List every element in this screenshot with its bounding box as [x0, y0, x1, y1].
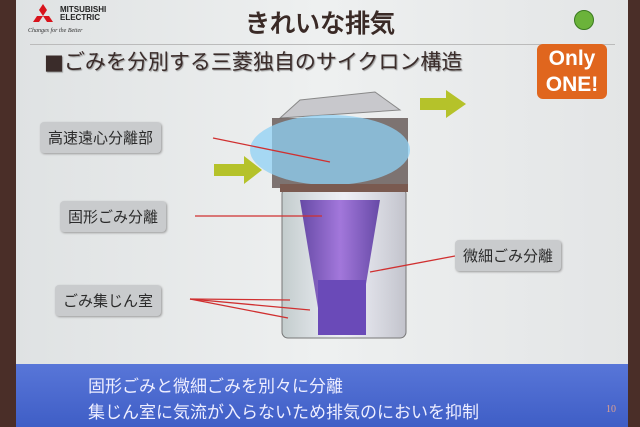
label-fine-dust-separation: 微細ごみ分離	[455, 240, 562, 271]
three-diamonds-icon	[33, 4, 53, 22]
label-dust-chamber: ごみ集じん室	[55, 285, 162, 316]
mitsubishi-logo: MITSUBISHI ELECTRIC Changes for the Bett…	[28, 4, 128, 36]
air-swirl	[250, 115, 410, 185]
footer-line-2: 集じん室に気流が入らないため排気のにおいを抑制	[88, 403, 479, 423]
eco-logo-icon	[574, 10, 594, 30]
inlet-arrow-icon	[214, 156, 262, 184]
top-cap	[278, 91, 402, 119]
fine-dust-chamber	[318, 280, 366, 335]
cup-rim	[280, 184, 408, 192]
badge-line1: Only	[548, 47, 596, 70]
footer-line-1: 固形ごみと微細ごみを別々に分離	[88, 377, 343, 397]
badge-line2: ONE!	[545, 73, 599, 96]
page-number: 10	[606, 404, 616, 415]
label-solid-dust-separation: 固形ごみ分離	[60, 201, 167, 232]
brand-name: MITSUBISHI ELECTRIC	[60, 5, 107, 22]
slide-title: きれいな排気	[244, 9, 395, 38]
label-high-speed-separation: 高速遠心分離部	[40, 122, 162, 153]
leader-lines	[189, 137, 456, 319]
brand-tagline: Changes for the Better	[28, 28, 83, 34]
footer-band: 固形ごみと微細ごみを別々に分離 集じん室に気流が入らないため排気のにおいを抑制	[16, 364, 628, 427]
exhaust-arrow-icon	[420, 90, 466, 118]
slide-subtitle: ■ごみを分別する三菱独自のサイクロン構造	[44, 50, 463, 74]
header-divider	[30, 44, 615, 45]
